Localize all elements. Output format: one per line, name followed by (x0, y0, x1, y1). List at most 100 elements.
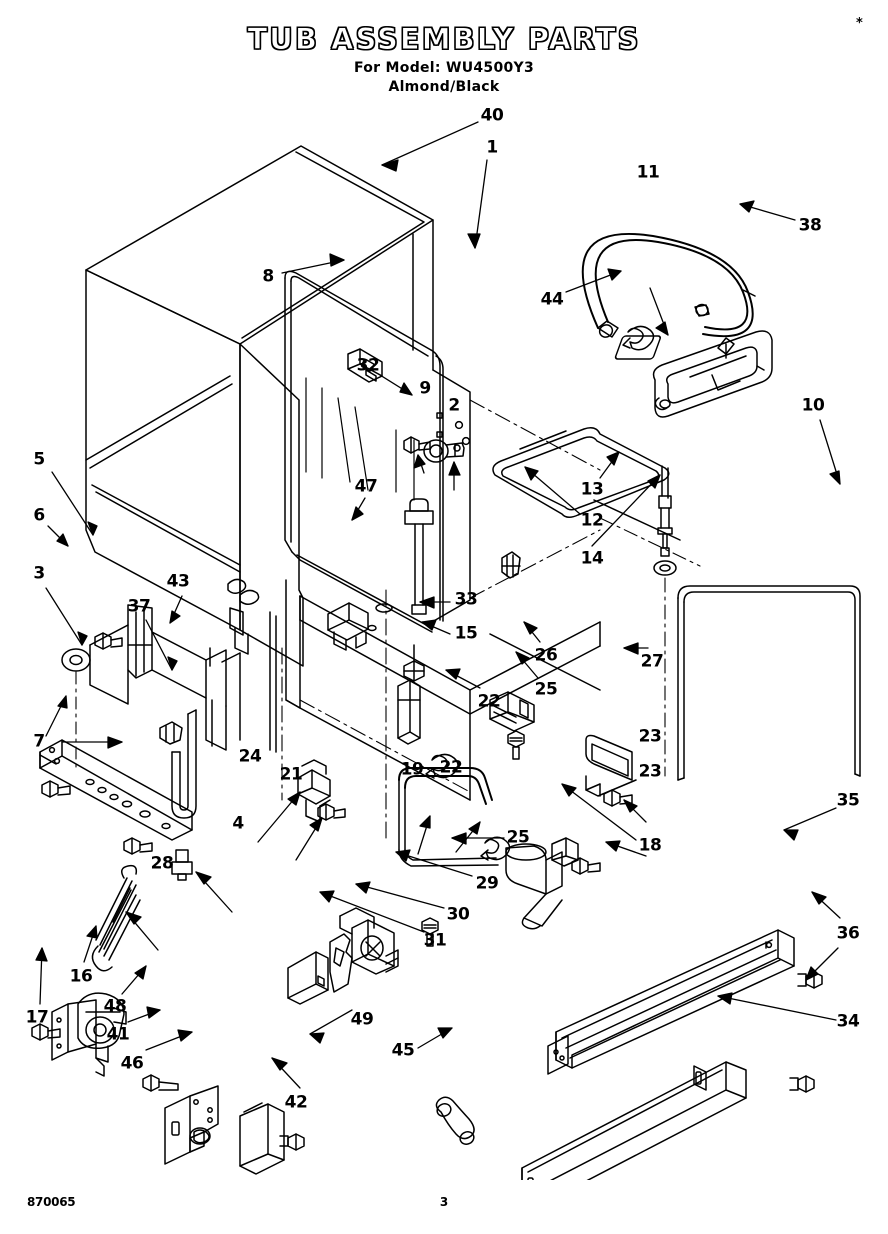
part-37-rail (171, 709, 197, 819)
part-10-gasket (677, 585, 861, 781)
part-31-cover (287, 951, 329, 1005)
part-3-rail (39, 739, 193, 841)
callout-44: 44 (540, 289, 564, 310)
part-48-screw (142, 1074, 179, 1092)
part-13-element-frame (492, 427, 673, 557)
part-25-screw-b (421, 917, 439, 947)
callout-11: 11 (636, 162, 660, 183)
callout-42: 42 (284, 1092, 308, 1113)
part-19-hose (398, 767, 499, 867)
part-46-grommet (189, 1127, 211, 1145)
callout-48: 48 (103, 996, 127, 1017)
callout-30: 30 (446, 904, 470, 925)
callout-33: 33 (454, 589, 478, 610)
callout-2: 2 (448, 395, 460, 416)
gasket-guides (599, 517, 701, 567)
callout-14: 14 (580, 548, 604, 569)
part-4-leg (171, 849, 193, 881)
callout-10: 10 (801, 395, 825, 416)
tub-front-frame (284, 270, 444, 633)
leader-lines (35, 121, 841, 1089)
part-34-panel (521, 1061, 747, 1180)
construction-lines (281, 399, 601, 841)
part-42-shield (239, 1102, 285, 1175)
callout-36: 36 (836, 923, 860, 944)
callout-17: 17 (25, 1007, 49, 1028)
model-subtitle: For Model: WU4500Y3 (353, 60, 535, 76)
part-5-screw (94, 632, 123, 650)
tub-inner-detail (305, 377, 415, 501)
asterisk-mark: * (856, 16, 863, 31)
part-24-mount (297, 759, 331, 823)
chassis-frame (89, 604, 277, 753)
callout-40: 40 (480, 105, 504, 126)
part-17-screw (31, 1023, 61, 1041)
callout-49: 49 (350, 1009, 374, 1030)
part-41-bracket (164, 1085, 219, 1165)
callout-5: 5 (33, 449, 45, 470)
part-16-valve (51, 992, 127, 1077)
callout-25: 25 (534, 679, 558, 700)
callout-47: 47 (354, 476, 378, 497)
page-title: TUB ASSEMBLY PARTS (247, 21, 641, 56)
footer-document-code: 870065 (27, 1195, 76, 1209)
part-36-screw-b (789, 1075, 815, 1093)
callout-43: 43 (166, 571, 190, 592)
callout-45: 45 (391, 1040, 415, 1061)
callout-18: 18 (638, 835, 662, 856)
callout-23b: 23 (638, 761, 662, 782)
callout-38: 38 (798, 215, 822, 236)
callout-24: 24 (238, 746, 262, 767)
part-29-latch (339, 907, 399, 975)
callout-28: 28 (150, 853, 174, 874)
callout-15: 15 (454, 623, 478, 644)
callout-7: 7 (33, 731, 45, 752)
callout-8: 8 (262, 266, 274, 287)
tub-floor-fittings (227, 578, 393, 655)
part-43-clip (159, 721, 183, 745)
part-26-bracket (489, 691, 535, 732)
part-22-clamp-b (480, 836, 511, 861)
footer-page-number: 3 (439, 1195, 449, 1209)
callout-3: 3 (33, 563, 45, 584)
part-38-clamp-target (742, 289, 756, 297)
gasket-outline2 (489, 499, 681, 691)
part-49-screw (279, 1133, 305, 1151)
callout-26: 26 (534, 645, 558, 666)
part-30-lever (329, 933, 353, 993)
part-28-spring (91, 864, 141, 972)
callout-32: 32 (356, 355, 380, 376)
callout-21: 21 (279, 764, 303, 785)
callout-29: 29 (475, 873, 499, 894)
part-14-washer (653, 560, 677, 576)
exploded-diagram (0, 100, 888, 1180)
callout-22: 22 (477, 691, 501, 712)
part-44-hose-clamp (622, 325, 655, 351)
part-35-trim (547, 929, 795, 1075)
callout-25b: 25 (506, 827, 530, 848)
callout-16: 16 (69, 966, 93, 987)
part-32-standpipe (404, 498, 434, 615)
part-33-nut (403, 644, 425, 682)
part-12-clip (501, 551, 521, 579)
part-23-screw-b (571, 857, 601, 875)
tub-body (85, 145, 471, 667)
part-11-hose (581, 232, 754, 338)
callout-35: 35 (836, 790, 860, 811)
callout-37: 37 (127, 596, 151, 617)
part-47-bracket (327, 602, 369, 651)
callout-46: 46 (120, 1053, 144, 1074)
part-6-grommet (61, 648, 91, 672)
callout-1: 1 (486, 137, 498, 158)
callout-41: 41 (106, 1024, 130, 1045)
part-21-screw (317, 803, 346, 821)
color-subtitle: Almond/Black (388, 79, 500, 95)
part-45-link (435, 1096, 475, 1145)
part-25-screw-a (507, 730, 525, 760)
callout-6: 6 (33, 505, 45, 526)
callout-13: 13 (580, 479, 604, 500)
part-27-bracket (585, 734, 637, 797)
callout-9: 9 (419, 378, 431, 399)
tub-wall-holes (436, 412, 471, 452)
